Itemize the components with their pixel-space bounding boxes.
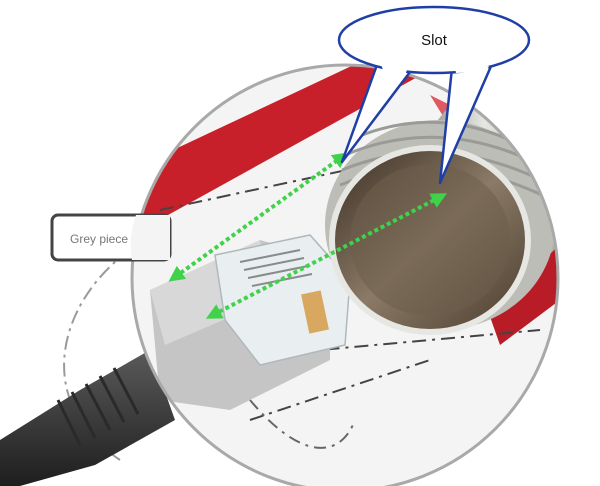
magnifier-ring	[130, 63, 560, 486]
upper-alignment-arrow	[168, 152, 349, 282]
cable	[0, 350, 175, 486]
slot-callout: Slot	[337, 5, 531, 185]
magnifier-lens	[132, 65, 558, 486]
alignment-arrows	[168, 152, 448, 319]
lower-alignment-arrow	[205, 193, 448, 319]
slot-label: Slot	[421, 32, 448, 49]
grey-piece-label: Grey piece	[70, 232, 128, 246]
grey-piece-callout: Grey piece	[50, 213, 172, 262]
